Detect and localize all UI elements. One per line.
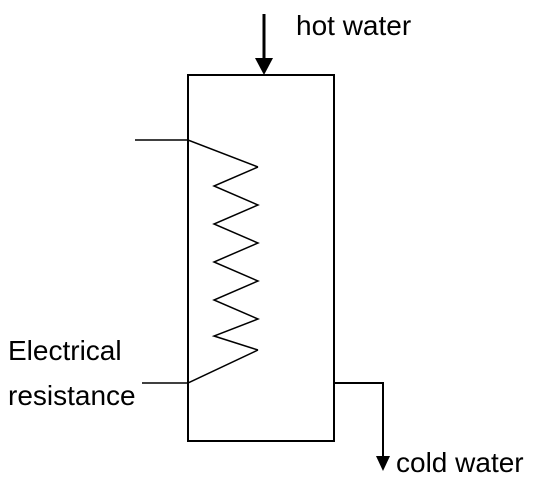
inlet-arrow-head bbox=[255, 58, 273, 75]
resistance-lead-top bbox=[135, 139, 259, 168]
outlet-pipe bbox=[334, 382, 384, 458]
heater-label-line1: Electrical bbox=[8, 335, 122, 366]
resistance-coil bbox=[211, 166, 260, 351]
inlet-label: hot water bbox=[296, 10, 411, 41]
tank-body bbox=[187, 74, 335, 442]
outlet-label: cold water bbox=[396, 447, 524, 478]
outlet-arrow-head bbox=[376, 456, 390, 471]
resistance-lead-bottom bbox=[142, 349, 259, 384]
heater-label-line2: resistance bbox=[8, 380, 136, 411]
